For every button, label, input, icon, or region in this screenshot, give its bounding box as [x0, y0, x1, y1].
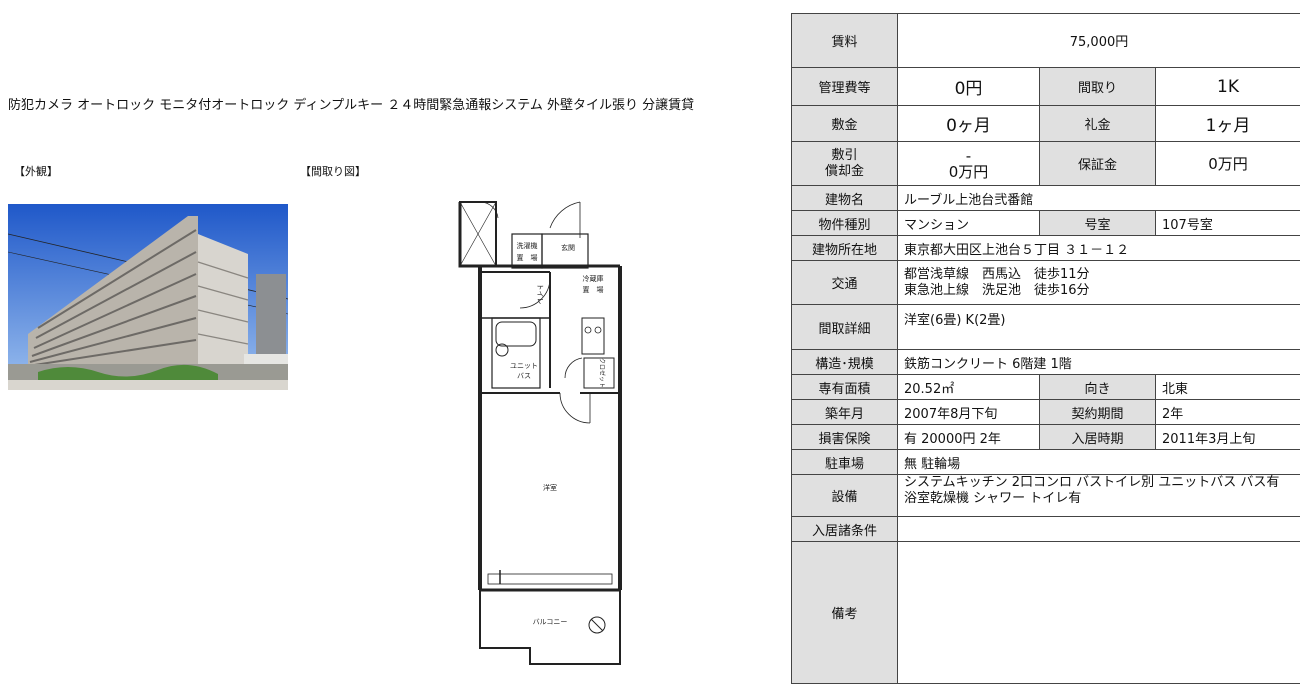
conditions-value [896, 516, 1300, 542]
orientation-label: 向き [1039, 374, 1156, 400]
floorplan-caption: 【間取り図】 [300, 165, 366, 178]
parking-value: 無 駐輪場 [896, 449, 1300, 475]
transport-line-1: 都営浅草線 西馬込 徒歩11分 [904, 266, 1090, 282]
insurance-value: 有 20000円 2年 [897, 424, 1040, 450]
row-deposit: 敷金 0ヶ月 礼金 1ヶ月 [791, 105, 1300, 142]
room-no-label: 号室 [1039, 210, 1156, 236]
shikibiki-value-1: - [965, 146, 972, 165]
floorplan-label-fridge-1: 冷蔵庫 [583, 274, 604, 283]
room-no-value: 107号室 [1154, 210, 1300, 236]
remarks-label: 備考 [791, 541, 898, 684]
equipment-label: 設備 [791, 474, 898, 517]
deposit-value: 0ヶ月 [897, 105, 1040, 142]
transport-label: 交通 [791, 260, 898, 305]
structure-label: 構造･規模 [791, 349, 898, 375]
structure-value: 鉄筋コンクリート 6階建 1階 [896, 349, 1300, 375]
floorplan-label-entrance: 玄関 [561, 243, 575, 252]
row-management: 管理費等 0円 間取り 1K [791, 67, 1300, 106]
row-property-type: 物件種別 マンション 号室 107号室 [791, 210, 1300, 236]
move-in-label: 入居時期 [1039, 424, 1156, 450]
exterior-caption: 【外観】 [14, 165, 58, 178]
floorplan-label-room: 洋室 [543, 483, 557, 492]
move-in-value: 2011年3月上旬 [1154, 424, 1300, 450]
shikibiki-label: 敷引 償却金 [791, 141, 898, 186]
area-value: 20.52㎡ [897, 374, 1040, 400]
area-label: 専有面積 [791, 374, 898, 400]
row-structure: 構造･規模 鉄筋コンクリート 6階建 1階 [791, 349, 1300, 375]
exterior-photo [8, 204, 288, 390]
row-built: 築年月 2007年8月下旬 契約期間 2年 [791, 399, 1300, 425]
contract-value: 2年 [1154, 399, 1300, 425]
property-info-table: 賃料 75,000円 管理費等 0円 間取り 1K 敷金 0ヶ月 礼金 1ヶ月 … [791, 13, 1300, 684]
row-parking: 駐車場 無 駐輪場 [791, 449, 1300, 475]
equipment-value: システムキッチン 2口コンロ バストイレ別 ユニットバス バス有 浴室乾燥機 シ… [896, 474, 1300, 517]
parking-label: 駐車場 [791, 449, 898, 475]
shikibiki-label-2: 償却金 [824, 163, 864, 179]
row-insurance: 損害保険 有 20000円 2年 入居時期 2011年3月上旬 [791, 424, 1300, 450]
floorplan-label-balcony: バルコニー [533, 618, 568, 626]
built-label: 築年月 [791, 399, 898, 425]
floor-plan: 洗濯機 置 場 玄関 冷蔵庫 置 場 トイレ ユニット バス クロゼット 洋室 … [440, 178, 640, 668]
layout-label: 間取り [1039, 67, 1156, 106]
row-building-name: 建物名 ルーブル上池台弐番館 [791, 185, 1300, 211]
row-transport: 交通 都営浅草線 西馬込 徒歩11分 東急池上線 洗足池 徒歩16分 [791, 260, 1300, 305]
row-layout-detail: 間取詳細 洋室(6畳) K(2畳) [791, 304, 1300, 350]
built-value: 2007年8月下旬 [897, 399, 1040, 425]
row-conditions: 入居諸条件 [791, 516, 1300, 542]
floorplan-label-toilet: トイレ [536, 284, 544, 305]
transport-value: 都営浅草線 西馬込 徒歩11分 東急池上線 洗足池 徒歩16分 [896, 260, 1300, 305]
rent-label: 賃料 [791, 13, 898, 68]
layout-value: 1K [1154, 67, 1300, 106]
shikibiki-value: - 0万円 [897, 141, 1040, 186]
features-text: 防犯カメラ オートロック モニタ付オートロック ディンプルキー ２４時間緊急通報… [8, 98, 695, 113]
floorplan-label-closet: クロゼット [598, 358, 606, 388]
row-rent: 賃料 75,000円 [791, 13, 1300, 68]
floorplan-label-bath-1: ユニット [510, 362, 538, 370]
key-money-value: 1ヶ月 [1154, 105, 1300, 142]
conditions-label: 入居諸条件 [791, 516, 898, 542]
transport-line-2: 東急池上線 洗足池 徒歩16分 [904, 282, 1090, 298]
layout-detail-value: 洋室(6畳) K(2畳) [896, 304, 1300, 350]
rent-value: 75,000円 [896, 13, 1300, 68]
property-type-label: 物件種別 [791, 210, 898, 236]
floorplan-label-bath-2: バス [517, 372, 531, 380]
address-value: 東京都大田区上池台５丁目 ３１－１２ [896, 235, 1300, 261]
row-equipment: 設備 システムキッチン 2口コンロ バストイレ別 ユニットバス バス有 浴室乾燥… [791, 474, 1300, 517]
guarantee-label: 保証金 [1039, 141, 1156, 186]
contract-label: 契約期間 [1039, 399, 1156, 425]
building-name-value: ルーブル上池台弐番館 [896, 185, 1300, 211]
management-value: 0円 [897, 67, 1040, 106]
row-shikibiki: 敷引 償却金 - 0万円 保証金 0万円 [791, 141, 1300, 186]
floorplan-label-laundry-2: 置 場 [517, 253, 538, 262]
address-label: 建物所在地 [791, 235, 898, 261]
floorplan-label-laundry-1: 洗濯機 [517, 241, 538, 250]
row-area: 専有面積 20.52㎡ 向き 北東 [791, 374, 1300, 400]
deposit-label: 敷金 [791, 105, 898, 142]
key-money-label: 礼金 [1039, 105, 1156, 142]
property-type-value: マンション [897, 210, 1040, 236]
row-remarks: 備考 [791, 541, 1300, 684]
insurance-label: 損害保険 [791, 424, 898, 450]
orientation-value: 北東 [1154, 374, 1300, 400]
remarks-value [896, 541, 1300, 684]
shikibiki-label-1: 敷引 [831, 147, 858, 163]
row-address: 建物所在地 東京都大田区上池台５丁目 ３１－１２ [791, 235, 1300, 261]
floorplan-label-fridge-2: 置 場 [583, 285, 604, 294]
shikibiki-value-2: 0万円 [948, 162, 989, 181]
building-name-label: 建物名 [791, 185, 898, 211]
management-label: 管理費等 [791, 67, 898, 106]
guarantee-value: 0万円 [1154, 141, 1300, 186]
layout-detail-label: 間取詳細 [791, 304, 898, 350]
